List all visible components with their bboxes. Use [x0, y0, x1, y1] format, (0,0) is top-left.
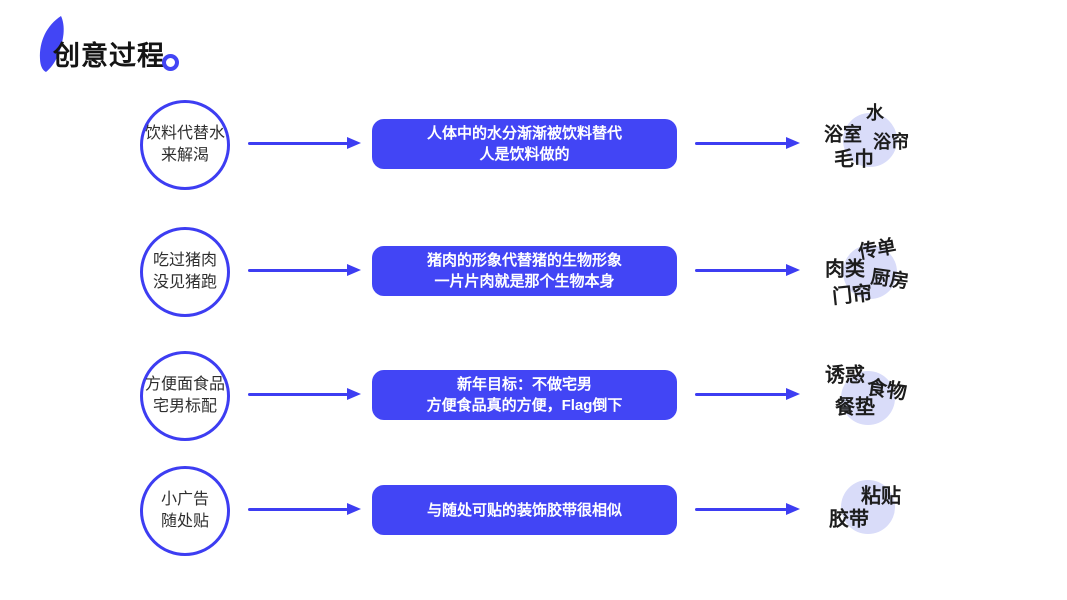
description-line: 猪肉的形象代替猪的生物形象: [426, 252, 622, 269]
description-line: 人是饮料做的: [479, 146, 570, 163]
source-circle: 小广告 随处贴: [140, 466, 230, 556]
source-line: 随处贴: [160, 513, 209, 530]
source-line: 饮料代替水: [144, 125, 225, 142]
right-arrow-icon: [695, 503, 800, 515]
cloud-keyword: 胶带: [829, 508, 869, 531]
cloud-keyword: 浴帘: [873, 132, 909, 152]
cloud-keyword: 毛巾: [834, 148, 874, 171]
right-arrow-icon: [248, 264, 361, 276]
cloud-keyword: 浴室: [823, 124, 863, 146]
process-row: 小广告 随处贴 与随处可贴的装饰胶带很相似 粘贴 胶带: [0, 466, 1067, 556]
source-line: 方便面食品: [144, 376, 225, 393]
description-box: 新年目标：不做宅男 方便食品真的方便，Flag倒下: [372, 370, 677, 420]
description-line: 新年目标：不做宅男: [456, 376, 592, 393]
source-line: 小广告: [160, 491, 209, 508]
description-box: 与随处可贴的装饰胶带很相似: [372, 485, 677, 535]
keyword-cloud: 诱惑 食物 餐垫: [818, 358, 928, 448]
right-arrow-icon: [248, 137, 361, 149]
circle-accent-icon: [162, 54, 179, 71]
description-line: 方便食品真的方便，Flag倒下: [426, 397, 623, 414]
source-circle: 吃过猪肉 没见猪跑: [140, 227, 230, 317]
cloud-keyword: 粘贴: [861, 485, 901, 508]
cloud-keyword: 水: [866, 103, 884, 123]
source-circle: 饮料代替水 来解渴: [140, 100, 230, 190]
cloud-circle: [841, 371, 895, 425]
cloud-keyword: 餐垫: [835, 396, 875, 419]
right-arrow-icon: [695, 264, 800, 276]
description-line: 人体中的水分渐渐被饮料替代: [426, 125, 622, 142]
keyword-cloud: 粘贴 胶带: [818, 475, 928, 565]
description-line: 与随处可贴的装饰胶带很相似: [426, 501, 622, 519]
source-line: 来解渴: [160, 147, 209, 164]
keyword-cloud: 传单 肉类 厨房 门帘: [818, 232, 928, 322]
description-box: 猪肉的形象代替猪的生物形象 一片片肉就是那个生物本身: [372, 246, 677, 296]
right-arrow-icon: [248, 388, 361, 400]
cloud-circle: [843, 245, 897, 299]
cloud-keyword: 厨房: [869, 266, 911, 294]
source-line: 没见猪跑: [152, 274, 217, 291]
right-arrow-icon: [695, 388, 800, 400]
cloud-keyword: 门帘: [831, 282, 874, 309]
page-title: 创意过程: [53, 41, 165, 71]
cloud-keyword: 肉类: [825, 258, 865, 281]
source-circle: 方便面食品 宅男标配: [140, 351, 230, 441]
right-arrow-icon: [248, 503, 361, 515]
process-row: 吃过猪肉 没见猪跑 猪肉的形象代替猪的生物形象 一片片肉就是那个生物本身 传单 …: [0, 227, 1067, 317]
description-box: 人体中的水分渐渐被饮料替代 人是饮料做的: [372, 119, 677, 169]
cloud-circle: [843, 113, 897, 167]
description-line: 一片片肉就是那个生物本身: [434, 273, 615, 290]
cloud-keyword: 诱惑: [825, 364, 865, 387]
process-row: 饮料代替水 来解渴 人体中的水分渐渐被饮料替代 人是饮料做的 水 浴室 浴帘 毛…: [0, 100, 1067, 190]
right-arrow-icon: [695, 137, 800, 149]
source-line: 吃过猪肉: [152, 252, 217, 269]
source-line: 宅男标配: [152, 398, 217, 415]
keyword-cloud: 水 浴室 浴帘 毛巾: [818, 98, 928, 188]
cloud-circle: [841, 480, 895, 534]
leaf-icon: [39, 16, 64, 72]
process-row: 方便面食品 宅男标配 新年目标：不做宅男 方便食品真的方便，Flag倒下 诱惑 …: [0, 351, 1067, 441]
